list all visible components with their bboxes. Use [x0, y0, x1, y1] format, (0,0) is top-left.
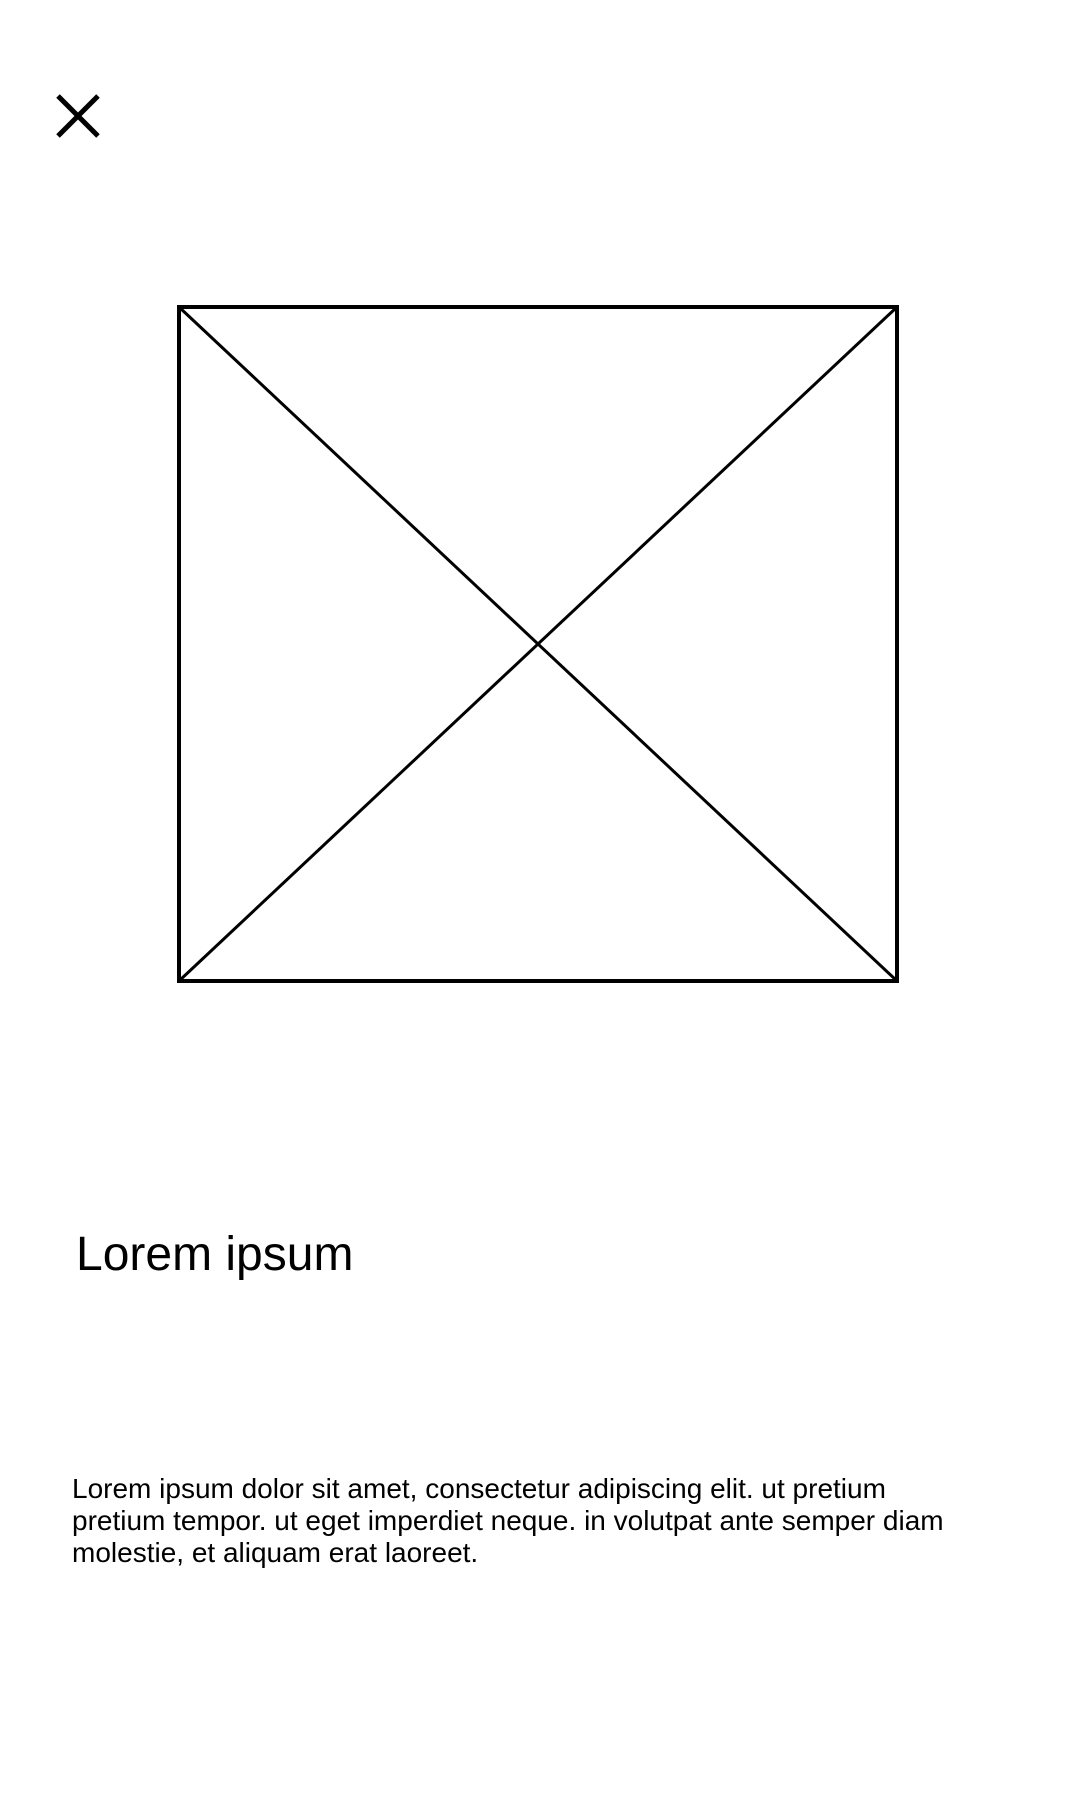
image-placeholder-icon [177, 305, 899, 983]
image-placeholder [177, 305, 899, 983]
page-title: Lorem ipsum [76, 1228, 354, 1281]
close-icon [56, 94, 100, 138]
body-text: Lorem ipsum dolor sit amet, consectetur … [72, 1473, 944, 1568]
close-button[interactable] [52, 90, 104, 142]
